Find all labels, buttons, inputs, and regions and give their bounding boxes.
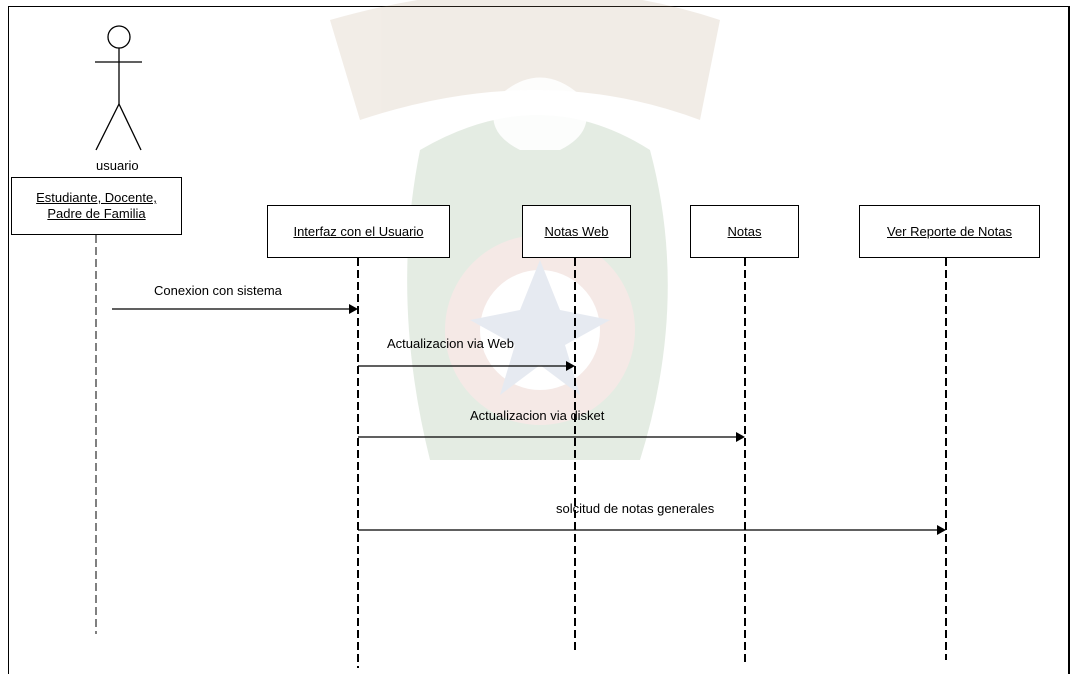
message-arrowhead-2 (566, 361, 575, 371)
message-arrowhead-1 (349, 304, 358, 314)
actor-stick-figure (95, 25, 142, 151)
actor-box-line1: Estudiante, Docente, (36, 190, 157, 205)
actor-box: Estudiante, Docente, Padre de Familia (11, 177, 182, 235)
watermark-seal (330, 0, 720, 460)
object-box-ver-reporte: Ver Reporte de Notas (859, 205, 1040, 258)
actor-box-line2: Padre de Familia (47, 206, 146, 221)
object-box-notas-web: Notas Web (522, 205, 631, 258)
message-arrowhead-4 (937, 525, 946, 535)
message-label-1: Conexion con sistema (154, 283, 282, 298)
object-box-notas: Notas (690, 205, 799, 258)
message-label-4: solcitud de notas generales (556, 501, 715, 516)
message-label-2: Actualizacion via Web (387, 336, 514, 351)
object-box-interfaz: Interfaz con el Usuario (267, 205, 450, 258)
diagram-frame (8, 6, 1070, 674)
message-arrowhead-3 (736, 432, 745, 442)
actor-name: usuario (96, 158, 139, 173)
message-label-3: Actualizacion via disket (470, 408, 605, 423)
